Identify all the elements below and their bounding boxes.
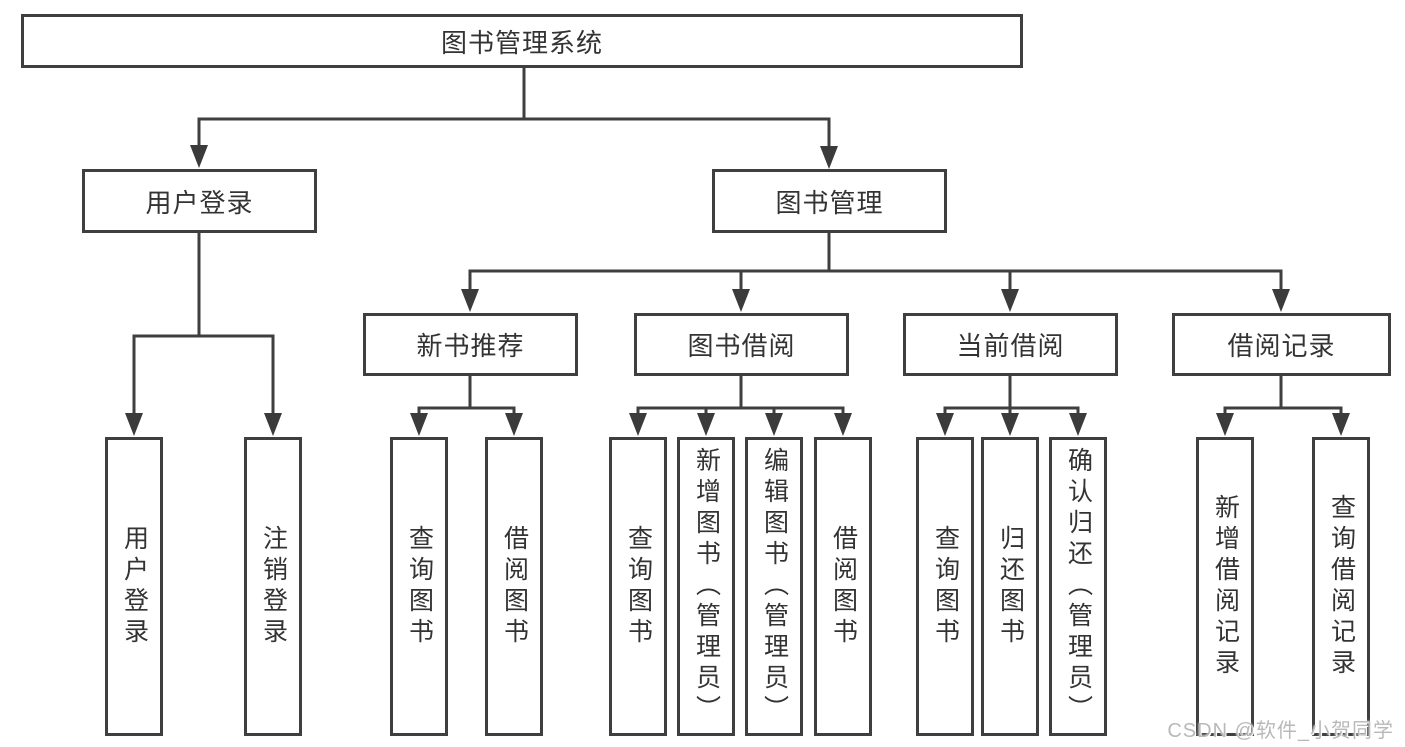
node-user-login: 用户登录 xyxy=(82,169,317,233)
connector-userlogin-to-leaves xyxy=(125,231,282,436)
leaf-user-login: 用户登录 xyxy=(105,437,163,736)
node-current-borrow: 当前借阅 xyxy=(903,313,1118,376)
node-book-borrow: 图书借阅 xyxy=(634,313,849,376)
connector-borrowrecords-to-leaves xyxy=(1216,374,1350,436)
connector-bookborrow-to-leaves xyxy=(629,374,852,436)
leaf-borrow-add-books-admin: 新增图书（管理员） xyxy=(677,437,735,736)
csdn-watermark: CSDN @软件_小贺同学 xyxy=(1167,720,1394,742)
node-new-book-recommend: 新书推荐 xyxy=(363,313,578,376)
leaf-newrec-query-books: 查询图书 xyxy=(390,437,448,736)
leaf-current-confirm-return-admin: 确认归还（管理员） xyxy=(1049,437,1107,736)
leaf-newrec-borrow-books: 借阅图书 xyxy=(485,437,543,736)
connector-newbookrec-to-leaves xyxy=(410,374,523,436)
leaf-current-query-books: 查询图书 xyxy=(916,437,974,736)
leaf-borrow-edit-books-admin: 编辑图书（管理员） xyxy=(745,437,803,736)
node-borrow-records: 借阅记录 xyxy=(1172,313,1391,376)
leaf-records-query-record: 查询借阅记录 xyxy=(1312,437,1370,736)
leaf-current-return-books: 归还图书 xyxy=(981,437,1039,736)
node-root-system: 图书管理系统 xyxy=(21,14,1023,68)
connector-root-to-level2 xyxy=(190,66,838,169)
leaf-logout: 注销登录 xyxy=(244,437,302,736)
node-book-management: 图书管理 xyxy=(712,169,947,233)
leaf-records-add-record: 新增借阅记录 xyxy=(1196,437,1254,736)
connector-currentborrow-to-leaves xyxy=(936,374,1087,436)
leaf-borrow-borrow-books: 借阅图书 xyxy=(814,437,872,736)
leaf-borrow-query-books: 查询图书 xyxy=(609,437,667,736)
connector-bookmgmt-to-level3 xyxy=(461,231,1290,312)
